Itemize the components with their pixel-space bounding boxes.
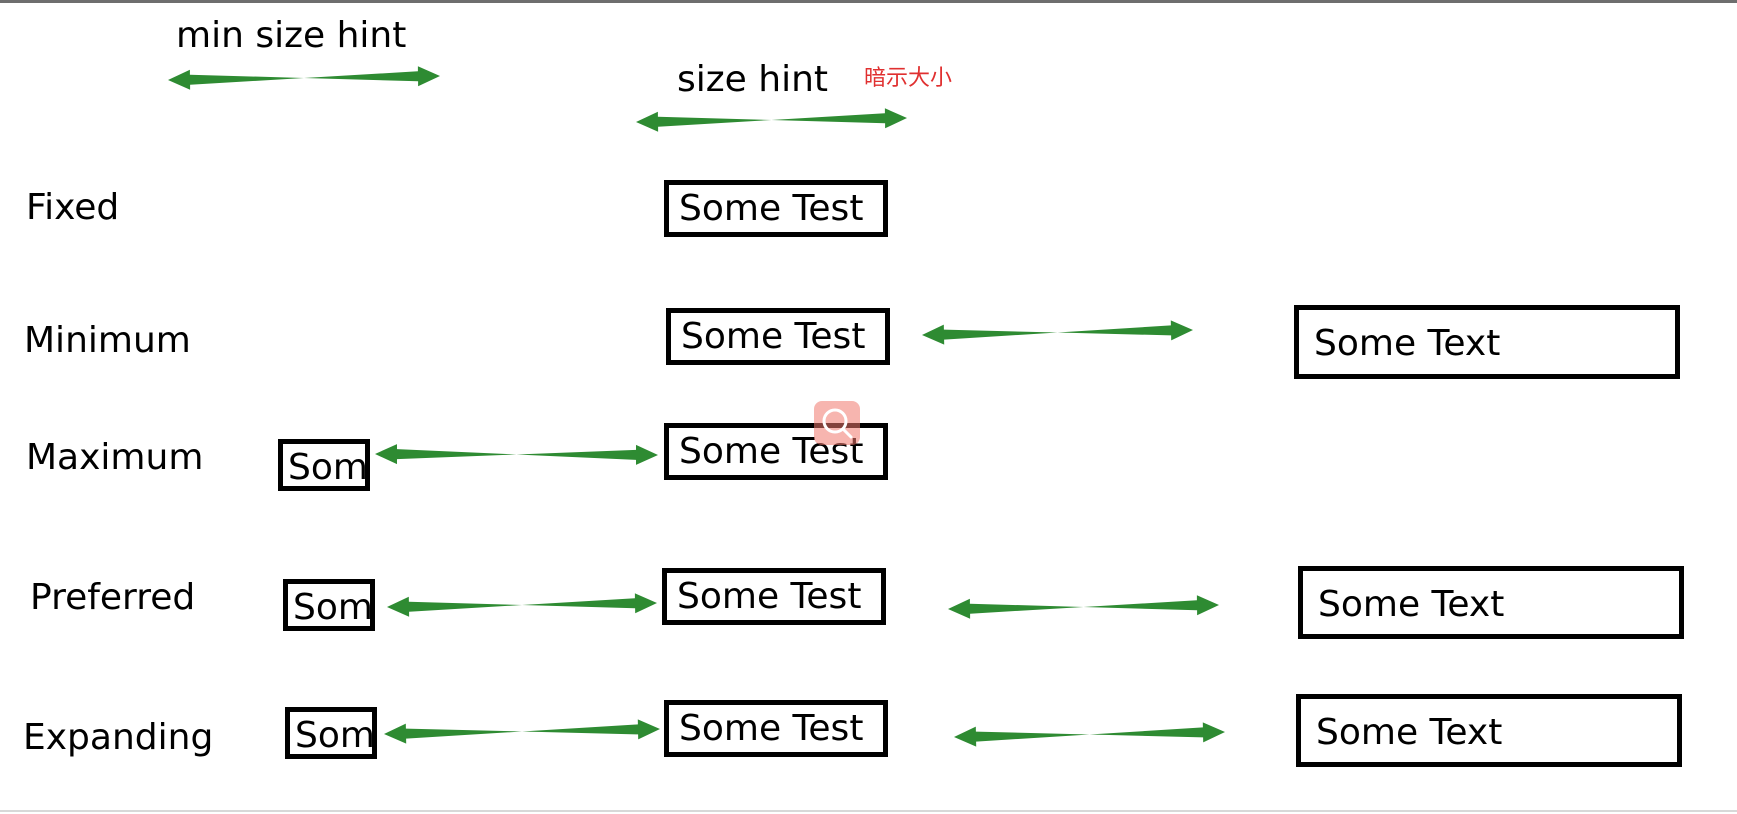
preferred-shrink-arrow (387, 593, 657, 617)
box-text: Some Text (1318, 583, 1505, 625)
top-border (0, 0, 1737, 3)
preferred-expanded-box: Some Text (1298, 566, 1684, 639)
box-text: Some Test (679, 707, 864, 749)
box-text: Some Text (1314, 323, 1501, 364)
row-label-preferred: Preferred (30, 577, 196, 618)
size-hint-header: size hint (677, 59, 828, 100)
bottom-border (0, 810, 1737, 812)
box-text: Some Test (681, 315, 866, 357)
maximum-shrink-arrow (375, 444, 658, 465)
box-text: Som (288, 447, 368, 488)
preferred-shrunk-box: Som (283, 579, 375, 631)
expanding-expand-arrow (954, 722, 1225, 747)
minimum-widget-box: Some Test (666, 308, 890, 365)
row-label-expanding: Expanding (23, 717, 214, 758)
preferred-widget-box: Some Test (662, 568, 886, 625)
fixed-widget-box: Some Test (664, 180, 888, 237)
min-size-hint-header: min size hint (176, 15, 407, 56)
box-text: Some Test (677, 575, 862, 617)
search-icon[interactable] (814, 401, 860, 445)
expanding-widget-box: Some Test (664, 700, 888, 757)
minimum-expanded-box: Some Text (1294, 305, 1680, 379)
expanding-shrink-arrow (384, 719, 660, 744)
expanding-expanded-box: Some Text (1296, 694, 1682, 767)
box-text: Some Text (1316, 711, 1503, 753)
maximum-shrunk-box: Som (278, 439, 370, 491)
box-text: Som (293, 587, 373, 628)
size-hint-chinese-annotation: 暗示大小 (864, 66, 953, 91)
row-label-fixed: Fixed (26, 187, 120, 228)
box-text: Som (295, 715, 375, 756)
box-text: Some Test (679, 187, 864, 229)
size-hint-arrow (636, 108, 907, 132)
search-icon-glyph (822, 408, 853, 439)
expanding-shrunk-box: Som (285, 707, 377, 759)
min-size-hint-arrow (168, 66, 440, 90)
row-label-maximum: Maximum (26, 437, 204, 478)
preferred-expand-arrow (948, 595, 1219, 619)
row-label-minimum: Minimum (24, 320, 191, 361)
minimum-expand-arrow (922, 320, 1193, 345)
